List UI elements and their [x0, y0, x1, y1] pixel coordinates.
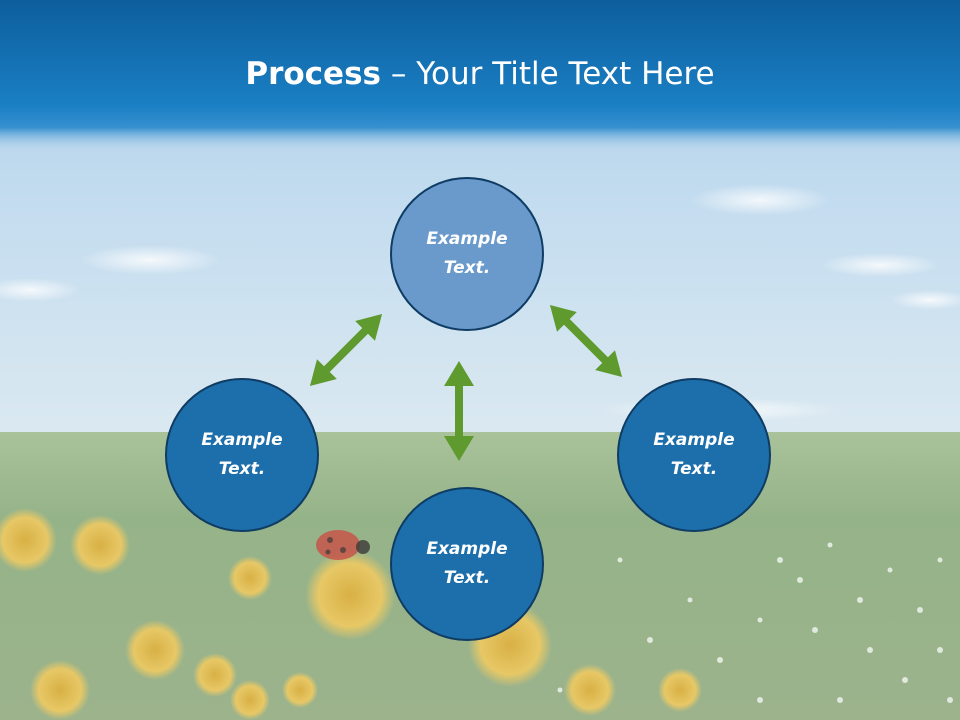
double-arrow-icon: [549, 304, 623, 378]
double-arrow-icon: [444, 361, 474, 461]
title-bold: Process: [245, 56, 381, 92]
process-node-left: Example Text.: [165, 378, 319, 532]
process-node-bottom: Example Text.: [390, 487, 544, 641]
process-node-label: Example Text.: [653, 430, 735, 479]
process-node-label: Example Text.: [426, 229, 508, 278]
double-arrow-icon: [309, 313, 383, 387]
title-bar: [0, 0, 960, 150]
page-title: Process – Your Title Text Here: [0, 52, 960, 96]
process-node-top: Example Text.: [390, 177, 544, 331]
title-rest: – Your Title Text Here: [381, 56, 715, 92]
process-node-label: Example Text.: [426, 539, 508, 588]
process-node-label: Example Text.: [201, 430, 283, 479]
process-node-right: Example Text.: [617, 378, 771, 532]
ladybug-illustration: [316, 530, 370, 560]
